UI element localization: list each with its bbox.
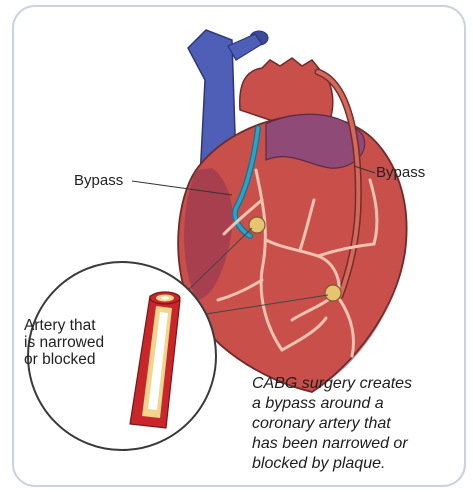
- caption: CABG surgery creates a bypass around a c…: [252, 374, 452, 474]
- artery-label-line: is narrowed: [24, 334, 134, 351]
- caption-line: coronary artery that: [252, 414, 452, 434]
- caption-line: a bypass around a: [252, 394, 452, 414]
- caption-line: CABG surgery creates: [252, 374, 452, 394]
- artery-label-line: or blocked: [24, 351, 134, 368]
- blockage-marker-lower: [325, 285, 341, 301]
- caption-line: has been narrowed or: [252, 434, 452, 454]
- label-bypass-right: Bypass: [376, 164, 425, 181]
- blockage-marker-upper: [249, 217, 265, 233]
- label-narrowed-artery: Artery that is narrowed or blocked: [24, 317, 134, 368]
- caption-line: blocked by plaque.: [252, 454, 452, 474]
- artery-label-line: Artery that: [24, 317, 134, 334]
- label-bypass-left: Bypass: [74, 172, 123, 189]
